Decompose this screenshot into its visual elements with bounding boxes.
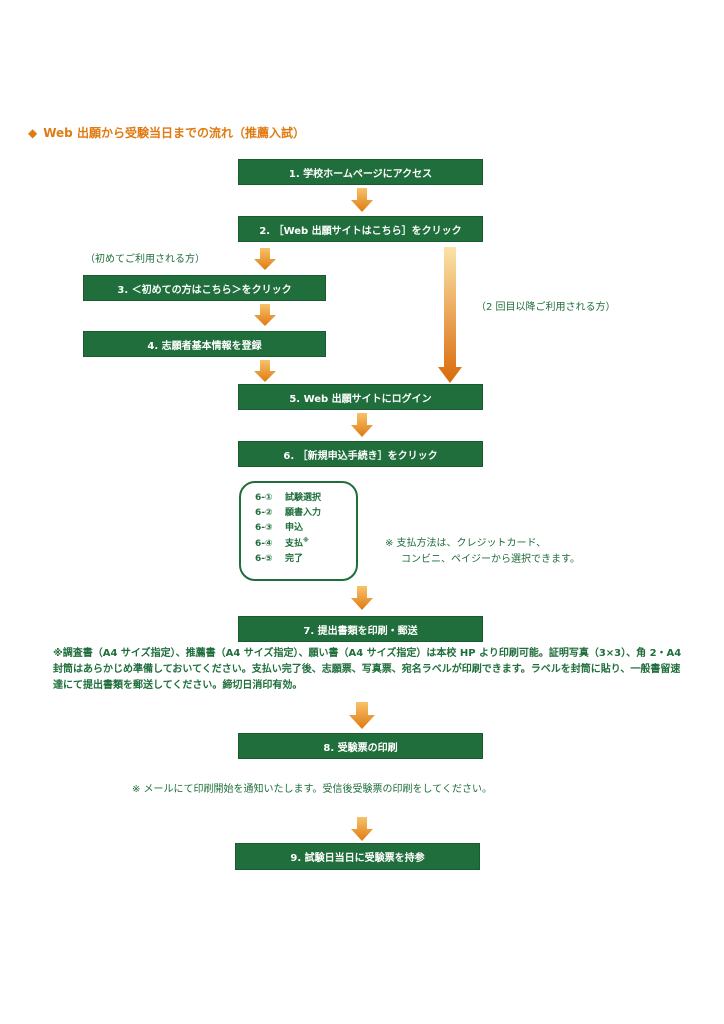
returning-label: （2 回目以降ご利用される方） [476,302,616,313]
page-title-text: Web 出願から受験当日までの流れ（推薦入試） [43,126,305,140]
step-9-label: 9. 試験日当日に受験票を持参 [290,853,425,864]
asterisk-mark: ※ [303,537,309,544]
step-3-box: 3. ＜初めての方はこちら＞をクリック [83,275,326,301]
step-2-label: 2. ［Web 出願サイトはこちら］をクリック [259,225,462,237]
diamond-icon: ◆ [28,126,38,140]
step-7-label: 7. 提出書類を印刷・郵送 [303,625,418,637]
step-6-label: 6. ［新規申込手続き］をクリック [283,450,438,462]
step-8-box: 8. 受験票の印刷 [238,733,483,759]
payment-note: ※ 支払方法は、クレジットカード、 コンビニ、ペイジーから選択できます。 [385,536,580,568]
step-9-box: 9. 試験日当日に受験票を持参 [235,843,480,870]
arrow-down-icon [351,586,373,610]
step-2-box: 2. ［Web 出願サイトはこちら］をクリック [238,216,483,242]
step-6-box: 6. ［新規申込手続き］をクリック [238,441,483,467]
step-3-label: 3. ＜初めての方はこちら＞をクリック [117,284,292,296]
step-4-box: 4. 志願者基本情報を登録 [83,331,326,357]
page-title: ◆ Web 出願から受験当日までの流れ（推薦入試） [28,124,305,141]
step-8-label: 8. 受験票の印刷 [323,742,398,754]
arrow-down-icon [351,413,373,437]
payment-note-line-2: コンビニ、ペイジーから選択できます。 [401,554,580,565]
step-7-box: 7. 提出書類を印刷・郵送 [238,616,483,642]
step-4-label: 4. 志願者基本情報を登録 [147,340,262,352]
documents-note: ※調査書（A4 サイズ指定）、推薦書（A4 サイズ指定）、願い書（A4 サイズ指… [53,648,682,691]
step-1-label: 1. 学校ホームページにアクセス [288,168,433,180]
arrow-down-icon [349,702,375,729]
arrow-down-icon [351,188,373,212]
step-1-box: 1. 学校ホームページにアクセス [238,159,483,185]
arrow-down-icon [254,304,276,326]
long-arrow-down-icon [438,247,462,383]
step-5-box: 5. Web 出願サイトにログイン [238,384,483,410]
mail-note: ※ メールにて印刷開始を通知いたします。受信後受験票の印刷をしてください。 [132,784,492,795]
payment-note-line-1: ※ 支払方法は、クレジットカード、 [385,538,547,549]
arrow-down-icon [351,817,373,841]
arrow-down-icon [254,248,276,270]
arrow-down-icon [254,360,276,382]
first-time-label: （初めてご利用される方） [85,254,205,265]
step-5-label: 5. Web 出願サイトにログイン [289,393,432,405]
